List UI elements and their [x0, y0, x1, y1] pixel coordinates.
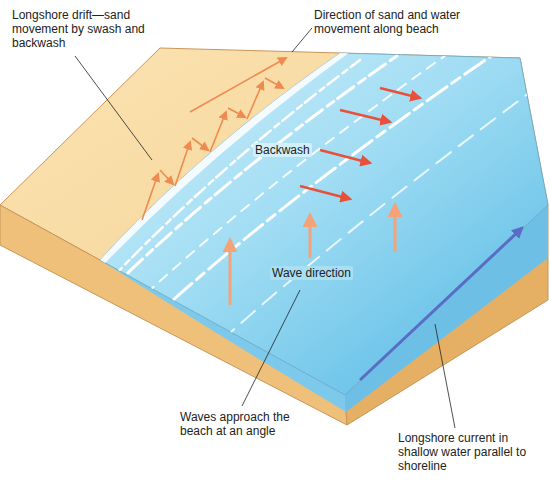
leader-line — [435, 324, 455, 428]
leader-line — [292, 28, 312, 52]
callout-label: Waves approach the beach at an angle — [180, 410, 305, 438]
backwash-arrow — [380, 88, 420, 98]
swash-foam — [96, 50, 345, 266]
swash-arrow — [210, 112, 226, 152]
backwash-arrow — [340, 110, 390, 122]
callout-label: Longshore drift—sand movement by swash a… — [12, 8, 152, 50]
leader-lines — [75, 28, 455, 428]
leader-line — [75, 56, 152, 160]
foam-line — [200, 70, 550, 360]
swash-arrow — [247, 82, 263, 119]
callout-label: Longshore current in shallow water paral… — [398, 431, 543, 473]
foam-line — [100, 40, 420, 300]
leader-line — [242, 290, 300, 406]
sand-block — [0, 48, 548, 425]
backwash-arrow — [192, 138, 208, 150]
sea-surface — [100, 53, 548, 395]
foam-line — [140, 50, 500, 330]
breaker-foam — [96, 40, 550, 360]
swash-arrow — [142, 174, 158, 220]
backwash-arrow — [265, 78, 283, 88]
backwash-arrows — [300, 88, 420, 199]
wave-arrow — [394, 205, 397, 252]
backwash-arrow — [160, 170, 173, 184]
drift-direction-arrow — [190, 58, 286, 112]
backwash-arrow — [320, 150, 370, 163]
wave-arrow — [229, 240, 232, 305]
backwash-arrow — [300, 186, 350, 199]
backwash-arrow — [228, 108, 245, 117]
swash-arrow — [175, 142, 190, 186]
arrow-label: Wave direction — [270, 266, 353, 280]
wave-arrow — [309, 215, 312, 258]
foam-line — [120, 45, 460, 318]
arrow-label: Backwash — [253, 143, 312, 157]
callout-label: Direction of sand and water movement alo… — [314, 8, 494, 36]
wave-arrows — [230, 205, 395, 305]
